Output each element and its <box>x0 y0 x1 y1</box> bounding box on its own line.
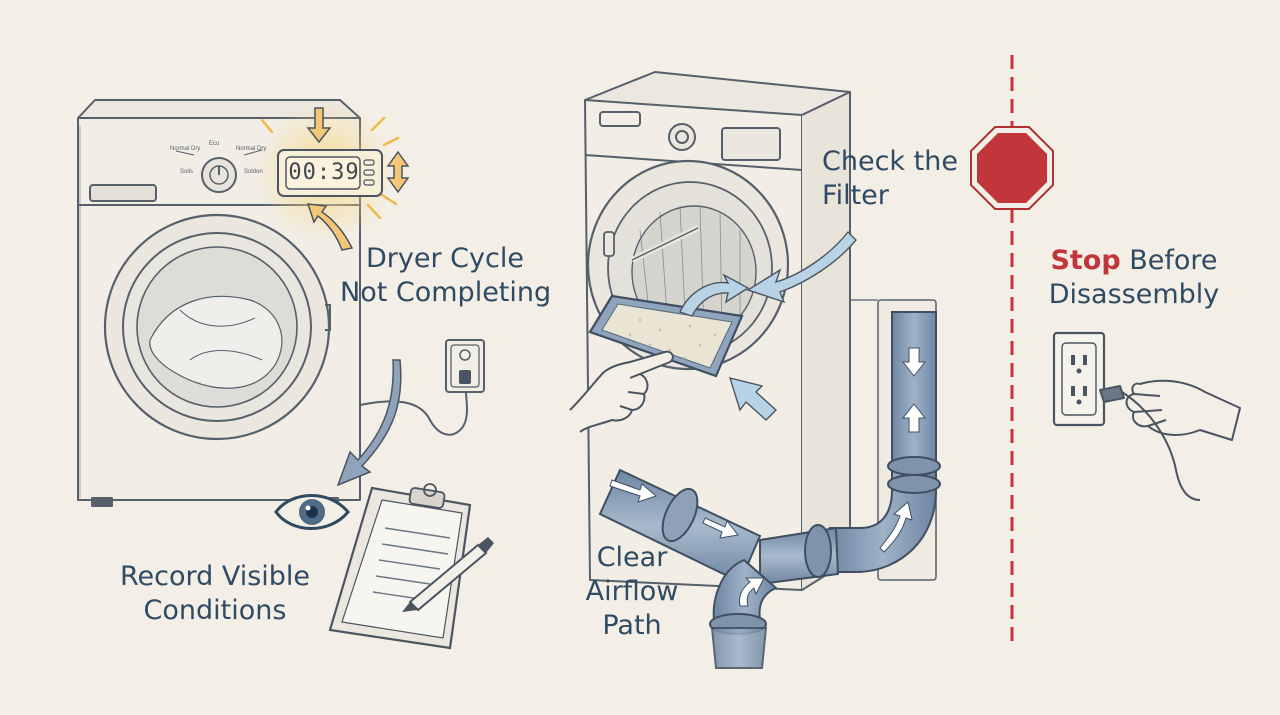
airflow-in-arrow <box>728 377 778 421</box>
airflow-caption-line1: Clear <box>596 542 668 573</box>
stop-word: Stop <box>1050 245 1121 276</box>
filter-caption-line2: Filter <box>822 180 889 211</box>
lint-filter-icon <box>588 294 744 378</box>
power-cord <box>359 391 468 436</box>
airflow-caption: Clear Airflow Path <box>572 541 692 643</box>
timer-readout: 00:39 <box>288 160 360 185</box>
filter-caption-line1: Check the <box>822 146 958 177</box>
airflow-caption-line3: Path <box>602 610 662 641</box>
outlet-icon <box>1052 331 1106 427</box>
dial-label-right: Soldon <box>244 169 263 175</box>
unplugging-hand-icon <box>1099 379 1241 501</box>
airflow-caption-line2: Airflow <box>585 576 679 607</box>
stop-caption-rest: Before <box>1120 245 1218 276</box>
timer-display-panel <box>277 149 383 197</box>
stop-caption-line1: Stop Before <box>1040 244 1228 278</box>
record-caption-line1: Record Visible <box>119 561 311 592</box>
cycle-caption-line2: Not Completing <box>340 277 552 308</box>
stop-caption: Stop Before Disassembly <box>1040 244 1228 312</box>
eye-icon <box>274 494 350 530</box>
clipboard-icon <box>328 483 472 650</box>
record-caption-line2: Conditions <box>143 595 287 626</box>
filter-caption: Check the Filter <box>822 145 958 213</box>
duct-flow-arrows <box>609 347 927 607</box>
duct-system <box>598 311 941 669</box>
dial-label-top: Eco <box>209 141 220 147</box>
pointing-hand-icon <box>569 350 674 433</box>
record-caption: Record Visible Conditions <box>110 560 320 628</box>
dial-label-left-top: Normal Dry <box>170 146 201 152</box>
filter-return-arrow <box>679 273 750 317</box>
filter-pointer-arrow <box>746 230 857 304</box>
stop-caption-line2: Disassembly <box>1048 279 1220 310</box>
dial-label-left: Soils <box>180 169 194 175</box>
down-curved-arrow <box>336 359 402 487</box>
stop-sign-icon <box>970 126 1054 210</box>
cycle-caption-line1: Dryer Cycle <box>366 243 524 274</box>
left-door <box>103 213 331 441</box>
dial-label-right-top: Normal Dry <box>236 146 267 152</box>
display-arrows <box>306 107 410 251</box>
cycle-caption: Dryer Cycle Not Completing <box>340 242 552 310</box>
small-outlet-icon <box>445 339 485 393</box>
pen-icon <box>402 537 494 612</box>
